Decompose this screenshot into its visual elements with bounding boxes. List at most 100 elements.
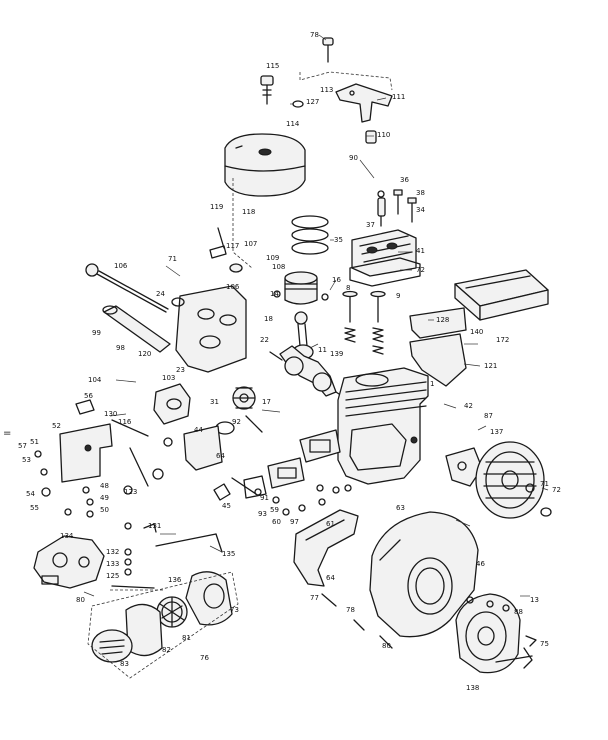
callout-134: 134 (60, 532, 74, 540)
callout-9: 9 (396, 292, 400, 300)
callout-34: 34 (416, 206, 425, 214)
callout-42: 42 (464, 402, 473, 410)
callout-60: 60 (272, 518, 281, 526)
callout-107: 107 (244, 240, 257, 248)
callout-106b: 106 (226, 283, 240, 291)
carburetor (33, 535, 105, 589)
air-cleaner-housing (185, 571, 233, 626)
carburetor-mount-bracket (152, 425, 223, 480)
callout-75: 75 (540, 640, 549, 648)
callout-114: 114 (286, 120, 300, 128)
top-bolt (322, 37, 334, 63)
callout-98: 98 (116, 344, 125, 352)
callout-103: 103 (162, 374, 175, 382)
pipe-fitting-110 (365, 130, 377, 144)
callout-80a: 80 (76, 596, 85, 604)
callout-54: 54 (26, 490, 35, 498)
callout-78: 78 (310, 31, 319, 39)
edge-mark: = (3, 428, 11, 439)
callout-88: 88 (514, 608, 523, 616)
callout-16: 16 (332, 276, 341, 284)
recoil-starter (455, 593, 533, 674)
callout-130: 130 (104, 410, 117, 418)
callout-51: 51 (30, 438, 39, 446)
callout-53: 53 (22, 456, 31, 464)
callout-117: 117 (226, 242, 239, 250)
callout-73: 73 (230, 606, 239, 614)
callout-labels: 78 115 113 111 127 114 110 90 36 38 34 3… (18, 31, 561, 692)
callout-22: 22 (260, 336, 269, 344)
callout-119: 119 (210, 203, 223, 211)
starter-bracket (213, 475, 267, 501)
callout-37: 37 (366, 221, 375, 229)
carb-small-parts (124, 522, 157, 576)
callout-38: 38 (416, 189, 425, 197)
valve-cover-plate (175, 285, 247, 373)
fill-tube (102, 305, 171, 353)
callout-115: 115 (266, 62, 279, 70)
spark-plug (377, 190, 386, 227)
callout-64b: 64 (326, 574, 335, 582)
blower-housing (369, 511, 479, 638)
callout-135: 135 (222, 550, 235, 558)
callout-50: 50 (100, 506, 109, 514)
callout-61: 61 (326, 520, 335, 528)
muffler-bracket (335, 83, 393, 123)
callout-80b: 80 (382, 642, 391, 650)
callout-1: 1 (430, 380, 434, 388)
muffler (224, 133, 306, 197)
callout-49: 49 (100, 494, 109, 502)
ignition-coil (445, 447, 483, 487)
callout-35: 35 (334, 236, 343, 244)
callout-104: 104 (88, 376, 102, 384)
gasket-group-dashed-box (232, 71, 393, 269)
valve-springs (344, 327, 384, 355)
callout-138: 138 (466, 684, 479, 692)
cylinder-shroud (293, 509, 359, 587)
callout-71: 71 (168, 255, 177, 263)
callout-18: 18 (264, 315, 273, 323)
callout-55: 55 (30, 504, 39, 512)
callout-23: 23 (176, 366, 185, 374)
dipstick (85, 263, 169, 313)
callout-63: 63 (396, 504, 405, 512)
washer-127 (292, 100, 304, 108)
callout-136: 136 (168, 576, 182, 584)
air-filter-element (454, 269, 549, 321)
callout-77: 77 (310, 594, 319, 602)
small-fasteners-left (34, 450, 133, 518)
callout-64a: 64 (216, 452, 225, 460)
head-bolts (393, 189, 417, 223)
callout-109: 109 (266, 254, 279, 262)
callout-41: 41 (416, 247, 425, 255)
air-cleaner-cover (91, 629, 133, 663)
starter-screws (466, 596, 537, 647)
callout-48: 48 (100, 482, 109, 490)
linkage-bracket (59, 423, 113, 483)
callout-13: 13 (530, 596, 539, 604)
callout-72: 72 (416, 266, 425, 274)
callout-116: 116 (118, 418, 132, 426)
breather-parts (171, 227, 243, 307)
callout-132: 132 (106, 548, 119, 556)
air-filter-cartridge (156, 596, 188, 628)
blower-housing-screws (321, 593, 393, 649)
callout-45: 45 (222, 502, 231, 510)
callout-140: 140 (470, 328, 483, 336)
callout-57: 57 (18, 442, 27, 450)
callout-113: 113 (320, 86, 333, 94)
governor-lever (75, 399, 149, 487)
governor-gear (232, 386, 256, 410)
choke-throttle-rods (111, 533, 223, 589)
callout-31: 31 (210, 398, 219, 406)
callout-139: 139 (330, 350, 343, 358)
callout-72b: 72 (552, 486, 561, 494)
crankshaft (269, 345, 349, 401)
callout-127: 127 (306, 98, 319, 106)
callout-17: 17 (262, 398, 271, 406)
callout-131: 131 (148, 522, 161, 530)
cylinder-baffle (409, 307, 467, 387)
callout-99: 99 (92, 329, 101, 337)
callout-121: 121 (484, 362, 497, 370)
